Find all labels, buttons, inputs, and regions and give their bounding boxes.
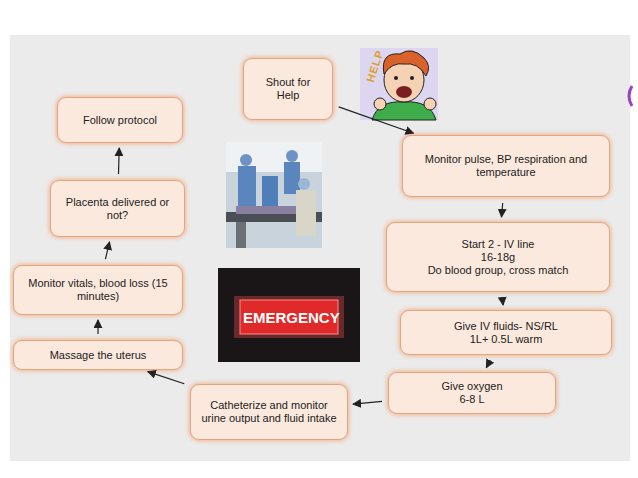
flow-arrow: [502, 298, 504, 305]
photo-background: [226, 142, 322, 248]
box-text: Give IV fluids- NS/RL: [454, 320, 558, 333]
box-text: Monitor vitals, blood loss (15 minutes): [24, 277, 172, 303]
edge-decoration: [629, 86, 632, 106]
process-box: Placenta delivered or not?: [50, 180, 185, 237]
flow-arrow: [353, 401, 382, 404]
flow-arrow: [502, 203, 503, 217]
box-text: Monitor pulse, BP respiration and temper…: [413, 153, 599, 179]
flow-arrow: [118, 148, 120, 174]
surgeon-cap: [240, 154, 252, 166]
box-text: 1L+ 0.5L warm: [470, 333, 543, 346]
cartoon-background: [360, 48, 438, 120]
nurse-cap: [298, 178, 310, 190]
fist: [424, 98, 436, 110]
sign-glow: [234, 296, 344, 338]
eye: [410, 76, 414, 80]
box-text: Start 2 - IV line: [462, 238, 535, 251]
box-text: Follow protocol: [83, 114, 157, 127]
box-text: 6-8 L: [459, 393, 484, 406]
process-box: Catheterize and monitor urine output and…: [190, 384, 348, 440]
box-text: Massage the uterus: [50, 349, 147, 362]
box-text: Shout for Help: [254, 76, 322, 102]
fist: [374, 98, 386, 110]
process-box: Give oxygen6-8 L: [388, 372, 556, 414]
surgery-photo: [226, 142, 322, 248]
box-text: Give oxygen: [441, 380, 502, 393]
eye: [394, 76, 398, 80]
surgeon: [284, 162, 300, 194]
process-box: Shout for Help: [243, 58, 333, 120]
red-sign: [240, 300, 338, 334]
flow-arrow: [97, 320, 98, 334]
box-text: Catheterize and monitor urine output and…: [201, 399, 337, 425]
flow-arrow: [105, 242, 109, 259]
table-leg: [236, 222, 246, 248]
patient: [236, 206, 306, 214]
process-box: Massage the uterus: [13, 340, 183, 370]
process-box: Start 2 - IV line16-18gDo blood group, c…: [386, 222, 610, 292]
gray-panel: [10, 35, 630, 461]
nurse: [296, 190, 316, 236]
emergency-sign-photo: [218, 268, 360, 362]
box-text: 16-18g: [481, 251, 515, 264]
open-mouth: [396, 86, 412, 98]
orange-hair: [383, 51, 428, 76]
process-box: Give IV fluids- NS/RL1L+ 0.5L warm: [400, 310, 612, 355]
flow-arrow: [339, 107, 414, 133]
assistant: [262, 176, 278, 206]
surgeon-cap: [286, 150, 298, 162]
shouting-boy-cartoon: [360, 48, 438, 120]
process-box: Monitor vitals, blood loss (15 minutes): [13, 265, 183, 315]
box-text: Do blood group, cross match: [428, 264, 569, 277]
surgeon: [238, 166, 256, 206]
process-box: Monitor pulse, BP respiration and temper…: [402, 135, 610, 197]
photo-background: [218, 268, 360, 362]
box-text: Placenta delivered or not?: [61, 196, 174, 222]
flow-arrow: [486, 360, 490, 367]
process-box: Follow protocol: [57, 97, 183, 143]
flow-arrow: [148, 372, 185, 384]
sign-text: EMERGENCY: [243, 309, 335, 326]
